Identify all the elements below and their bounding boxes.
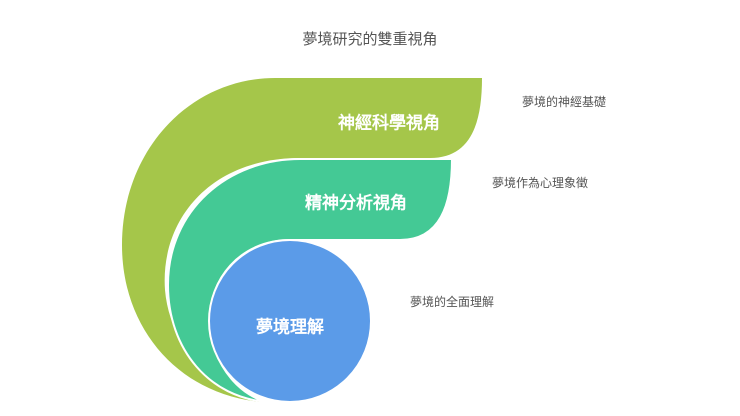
- layer-neuroscience-shape: [122, 78, 482, 402]
- layer-neuroscience-description: 夢境的神經基礎: [522, 95, 607, 109]
- diagram-title: 夢境研究的雙重視角: [302, 30, 438, 48]
- layer-dream-understanding-label: 夢境理解: [256, 317, 324, 338]
- layer-psychoanalysis-description: 夢境作為心理象徵: [492, 176, 589, 190]
- layer-psychoanalysis-label: 精神分析視角: [305, 193, 407, 214]
- layer-dream-understanding-shape: [208, 239, 372, 403]
- layer-psychoanalysis-shape: [166, 158, 454, 403]
- layer-neuroscience-label: 神經科學視角: [338, 113, 440, 134]
- layer-dream-understanding-description: 夢境的全面理解: [410, 295, 495, 309]
